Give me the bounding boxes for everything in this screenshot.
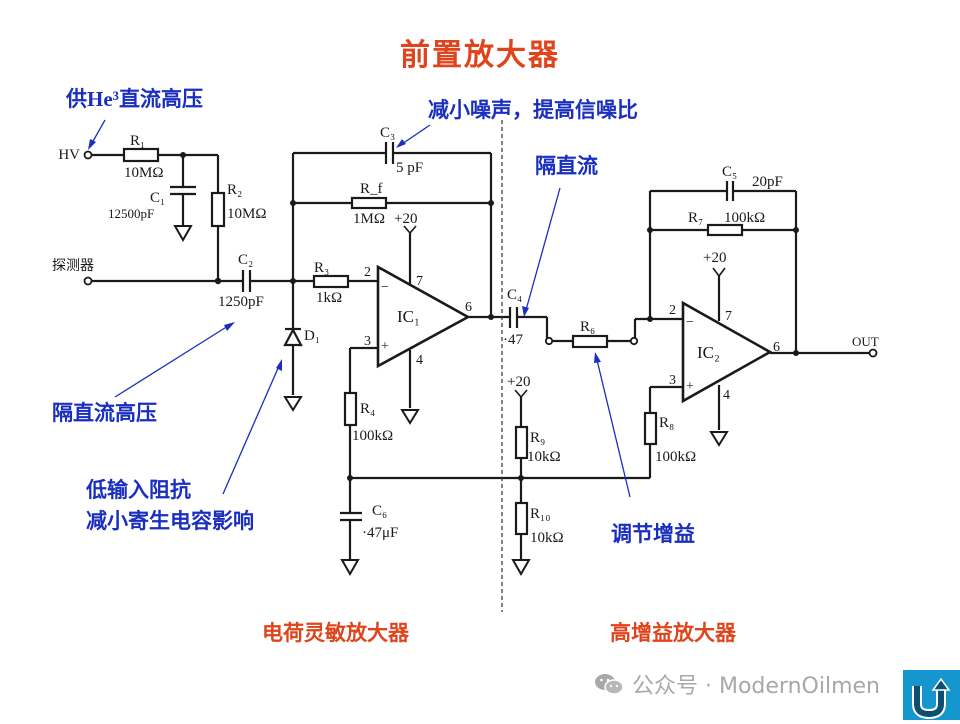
r4-name: R₄ [360,401,375,417]
r10-name: R₁₀ [530,506,550,522]
ground-icon [283,396,303,412]
r8-value: 100kΩ [655,449,696,465]
c4-value: ·47 [503,332,523,348]
out-label: OUT [852,334,879,349]
ic2-supply: +20 [703,250,726,266]
resistor-r2 [210,191,226,228]
r9-name: R₉ [530,430,545,446]
u-turn-arrow-icon [912,677,951,720]
wechat-icon [594,672,624,696]
bias-supply: +20 [507,374,530,390]
ground-icon [511,559,531,577]
c3-name: C₃ [380,125,395,141]
diagram-title: 前置放大器 [400,38,560,73]
hv-terminal [83,150,93,160]
low-input-note-1: 低输入阻抗 [86,478,191,502]
resistor-r4 [343,391,358,427]
resistor-r8 [643,411,658,446]
c2-name: C₂ [238,252,253,268]
c6-value: ·47μF [362,525,398,541]
ground-icon [340,559,360,577]
hv-supply-he3: He³ [87,87,119,111]
ic1-pin2: 2 [364,265,371,280]
d1-name: D₁ [304,328,320,344]
r2-value: 10MΩ [227,206,267,222]
section-charge-amp: 电荷灵敏放大器 [262,621,409,645]
r10-value: 10kΩ [530,530,564,546]
opamp-ic1 [376,264,471,369]
ic2-pin3: 3 [669,373,676,388]
resistor-r10 [514,501,529,536]
ic2-pin4: 4 [723,388,730,403]
c3-value: 5 pF [396,160,423,176]
ic1-pin4: 4 [416,353,423,368]
ic1-pin3: 3 [364,334,371,349]
ic1-name: IC₁ [397,307,420,326]
c4-name: C₄ [507,287,522,303]
c5-value: 20pF [752,174,783,190]
ic2-pin6: 6 [773,340,780,355]
ground-icon [709,431,729,447]
annotation-arrows [88,119,631,498]
section-high-gain-amp: 高增益放大器 [610,621,736,645]
rf-value: 1MΩ [353,211,385,227]
resistor-r6 [571,334,609,349]
r9-value: 10kΩ [527,449,561,465]
ic1-pin6: 6 [465,300,472,315]
low-input-note-2: 减小寄生电容影响 [86,509,254,533]
gain-adjust-note: 调节增益 [611,522,695,546]
resistor-r1 [122,147,160,163]
c6-name: C₆ [372,503,387,519]
ic1-minus: − [381,280,389,295]
r7-value: 100kΩ [724,210,765,226]
hv-supply-prefix: 供 [66,87,87,111]
ic2-name: IC₂ [697,343,720,362]
detector-label: 探测器 [52,258,94,274]
ic2-minus: − [686,315,694,330]
r1-name: R₁ [130,133,145,149]
r8-name: R₈ [659,415,674,431]
hv-label: HV [58,147,80,163]
detector-terminal [83,276,93,286]
ic1-supply: +20 [394,211,417,227]
watermark: 公众号 · ModernOilmen [594,668,880,700]
r3-name: R₃ [314,260,329,276]
ic1-plus: + [381,339,389,354]
c1-value: 12500pF [108,206,154,221]
r3-value: 1kΩ [316,290,342,306]
noise-note: 减小噪声，提高信噪比 [428,98,638,122]
ground-icon [173,225,193,243]
resistor-r9 [514,425,529,460]
opamp-ic2 [681,300,773,404]
back-to-top-button[interactable] [903,670,960,720]
resistor-rf [350,196,388,210]
rf-name: R_f [360,181,383,197]
r7-name: R₇ [688,210,703,226]
dc-block-hv-note: 隔直流高压 [52,401,157,425]
r4-value: 100kΩ [352,428,393,444]
hv-supply-note: 供He³直流高压 [66,83,203,113]
r2-name: R₂ [227,182,242,198]
resistor-r3 [312,274,350,289]
resistor-r7 [706,223,744,237]
dc-block-note: 隔直流 [535,154,598,178]
hv-supply-suffix: 直流高压 [118,87,203,111]
ic1-pin7: 7 [416,274,423,289]
c1-name: C₁ [150,190,165,206]
ic2-pin7: 7 [725,309,732,324]
ic2-pin2: 2 [669,303,676,318]
watermark-text: 公众号 · ModernOilmen [632,674,880,699]
c2-value: 1250pF [218,294,264,310]
out-terminal [868,348,878,358]
r6-name: R₆ [580,319,595,335]
ground-icon [400,409,420,425]
r1-value: 10MΩ [124,165,164,181]
ic2-plus: + [686,379,694,394]
c5-name: C₅ [722,164,737,180]
